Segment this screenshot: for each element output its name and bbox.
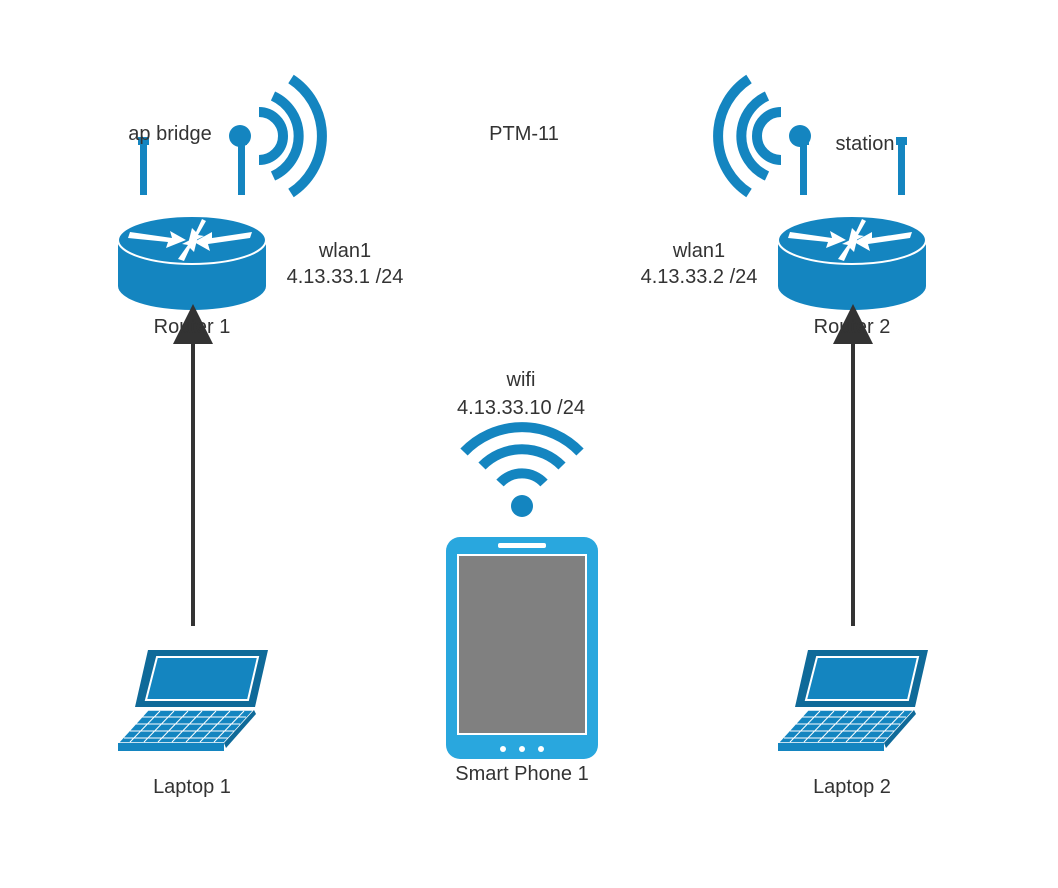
router1-ip-label: 4.13.33.1 /24 [287,266,404,288]
wifi-icon [460,422,584,517]
phone-ip-label: 4.13.33.10 /24 [457,397,585,419]
router-icon [777,136,927,311]
router2-mode-label: station [836,133,895,155]
router1-name-label: Router 1 [154,316,231,338]
laptop-icon [777,649,929,752]
router2-ip-label: 4.13.33.2 /24 [641,266,758,288]
router-1 [117,136,267,311]
router1-iface-label: wlan1 [318,240,371,262]
phone-name-label: Smart Phone 1 [455,763,588,785]
router-2 [777,136,927,311]
router2-name-label: Router 2 [814,316,891,338]
router1-mode-label: ap bridge [128,123,211,145]
link-label: PTM-11 [489,123,559,145]
laptop2-name-label: Laptop 2 [813,776,891,798]
wireless-signal-icon [713,74,811,198]
router-icon [117,136,267,311]
router2-iface-label: wlan1 [672,240,725,262]
laptop1-name-label: Laptop 1 [153,776,231,798]
smartphone-icon [446,537,598,759]
laptop-2 [777,649,929,752]
smart-phone-1 [446,537,598,759]
phone-iface-label: wifi [506,369,536,391]
laptop-icon [117,649,269,752]
wireless-signal-icon [229,74,327,198]
laptop-1 [117,649,269,752]
